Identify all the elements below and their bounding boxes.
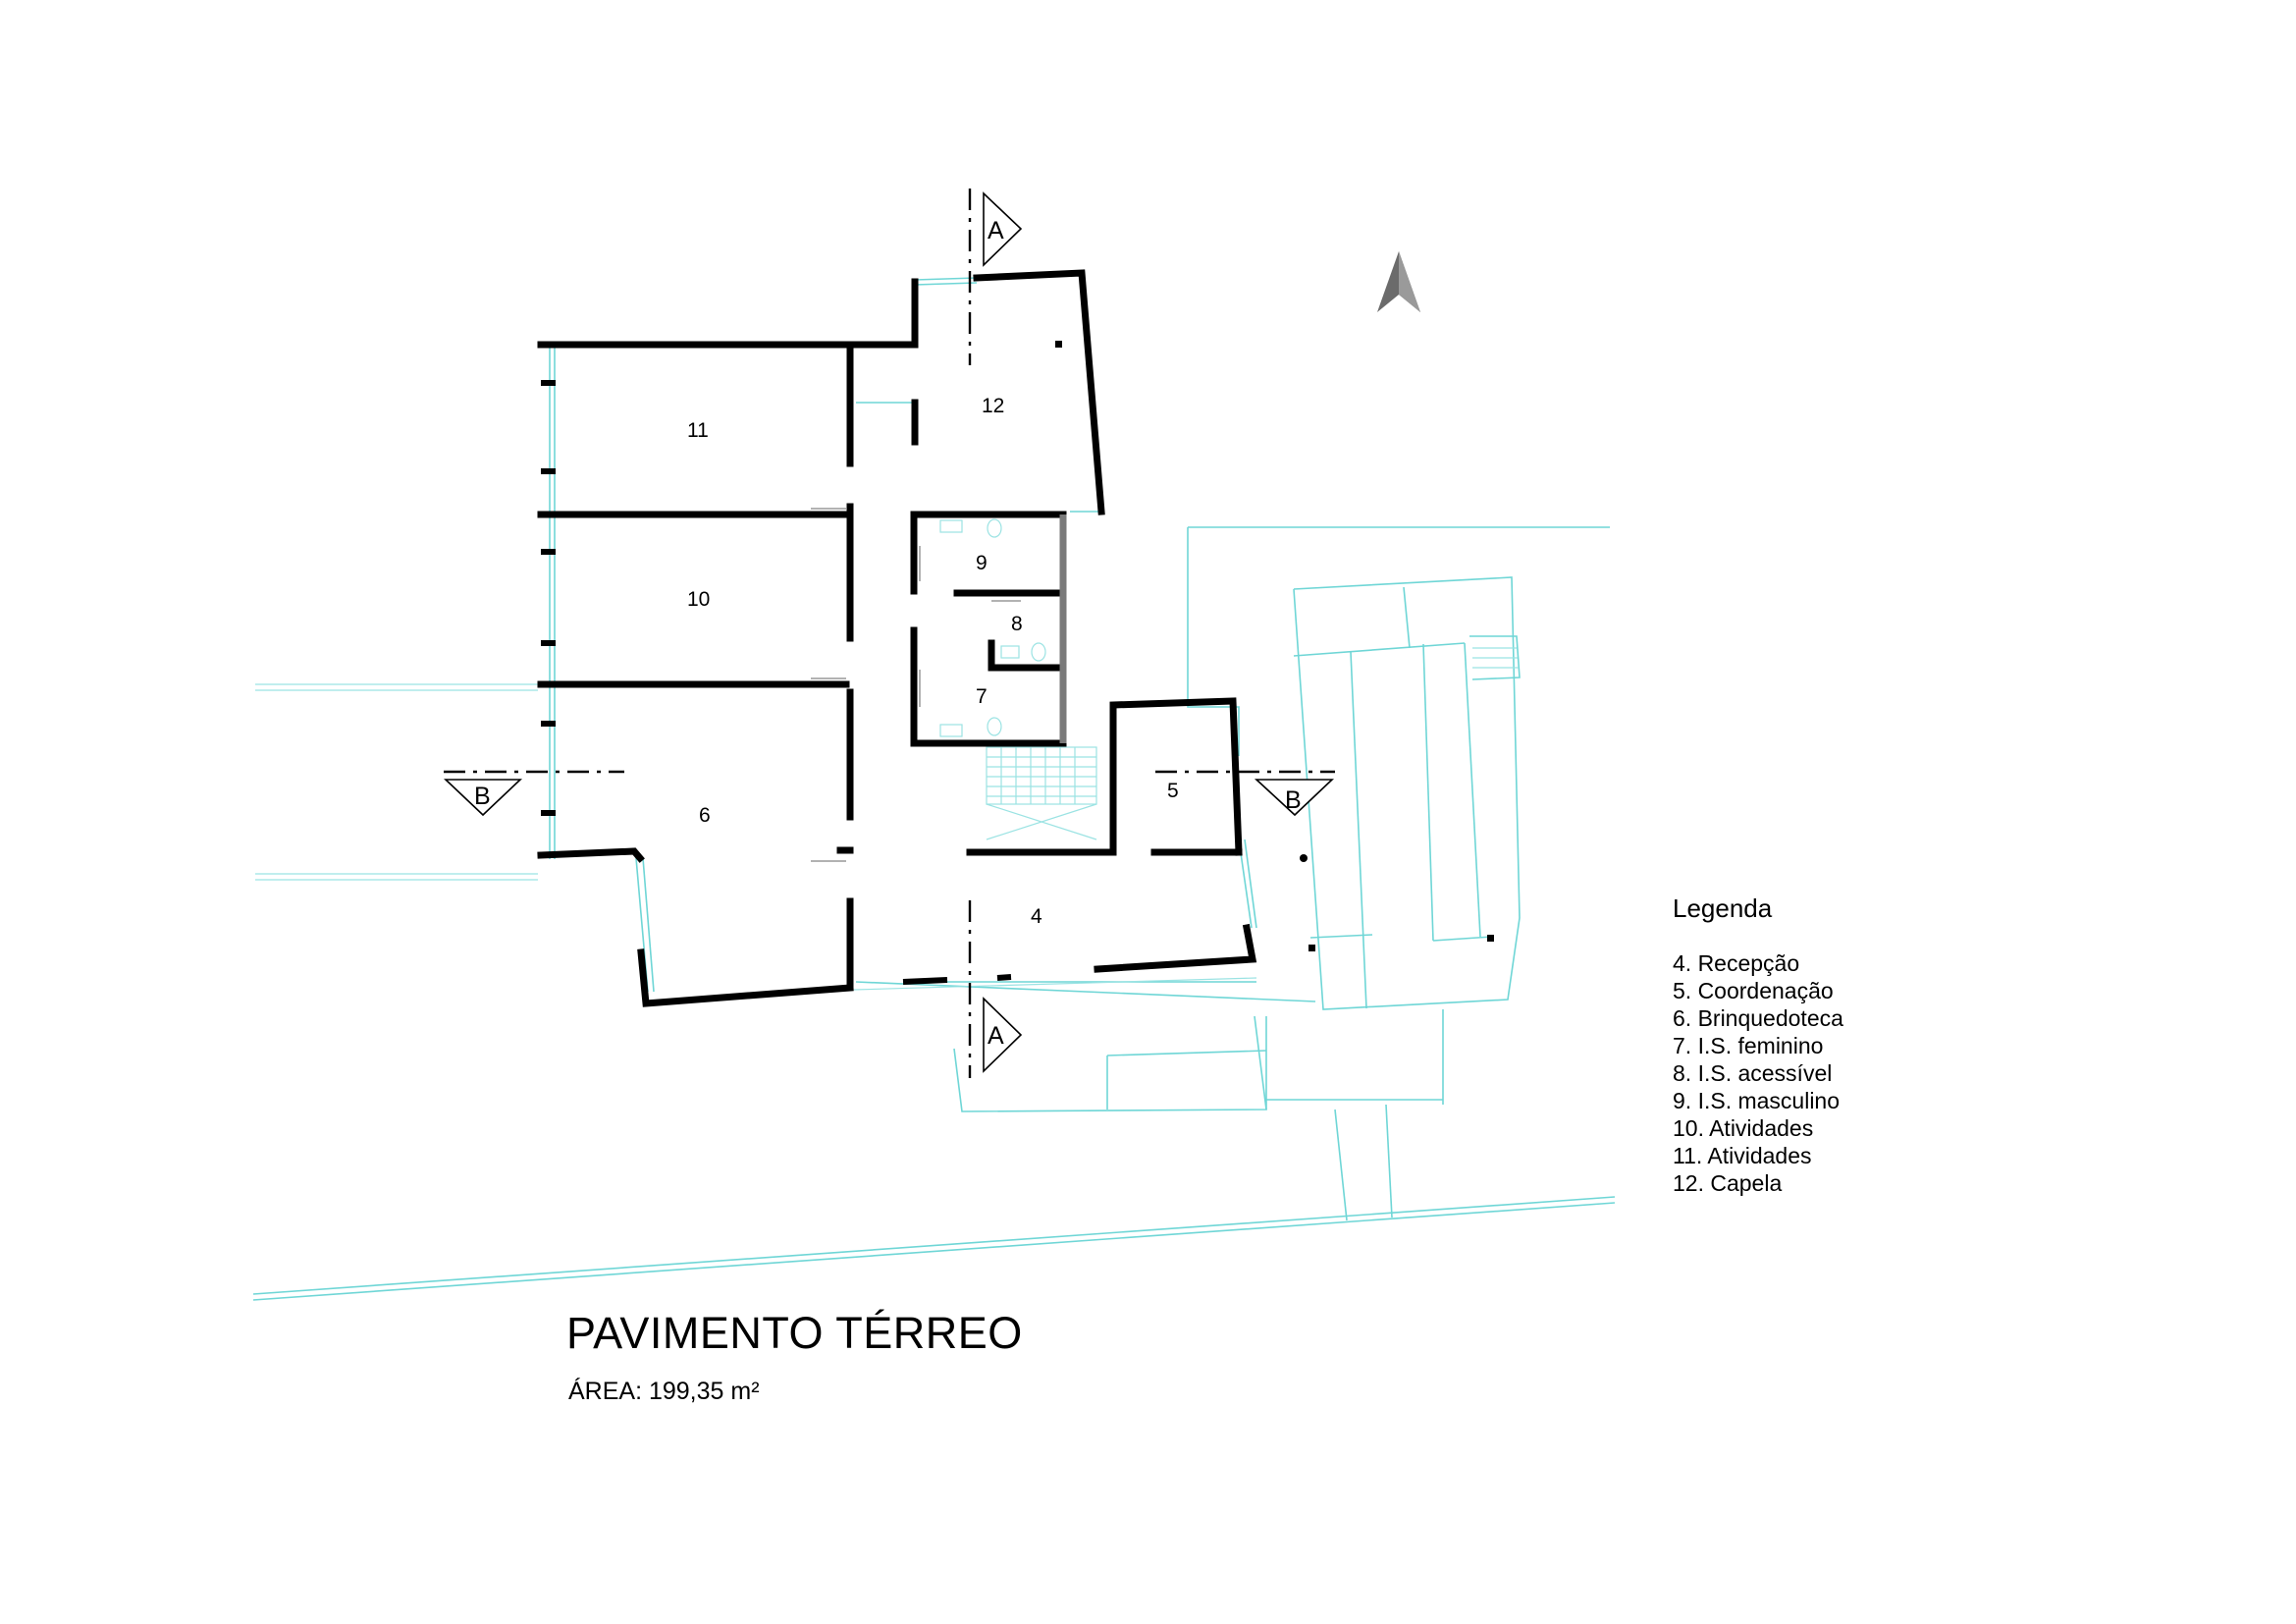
legend-item: 9. I.S. masculino xyxy=(1673,1088,1841,1113)
room-label-7: 7 xyxy=(976,685,988,708)
section-marker-b-left: B xyxy=(443,779,523,817)
section-marker-a-bottom: A xyxy=(983,997,1023,1073)
section-cut-lines xyxy=(444,189,1335,1078)
legend-item: 11. Atividades xyxy=(1673,1143,1812,1168)
plan-title: PAVIMENTO TÉRREO xyxy=(566,1308,1023,1358)
legend-item: 7. I.S. feminino xyxy=(1673,1033,1824,1058)
legend-title: Legenda xyxy=(1673,893,1773,923)
legend-item: 4. Recepção xyxy=(1673,950,1800,976)
stair xyxy=(986,746,1097,840)
section-marker-b-right: B xyxy=(1254,779,1335,817)
legend-item: 5. Coordenação xyxy=(1673,978,1834,1003)
site-context-lines xyxy=(252,277,1616,1301)
section-mark-b-left: B xyxy=(474,783,491,810)
room-label-11: 11 xyxy=(687,419,709,442)
room-label-8: 8 xyxy=(1011,613,1023,635)
legend: Legenda 4. Recepção 5. Coordenação 6. Br… xyxy=(1673,893,1843,1197)
section-marker-a-top: A xyxy=(983,191,1023,267)
section-mark-a-bottom: A xyxy=(988,1022,1004,1050)
area-label: ÁREA: 199,35 m² xyxy=(568,1378,760,1405)
room-label-9: 9 xyxy=(976,552,988,574)
room-label-4: 4 xyxy=(1031,905,1042,928)
room-labels: 11 10 6 12 9 8 7 5 4 xyxy=(687,395,1179,928)
room-label-5: 5 xyxy=(1167,780,1179,802)
section-mark-a-top: A xyxy=(988,217,1004,244)
north-arrow-icon xyxy=(1377,251,1420,312)
legend-item: 12. Capela xyxy=(1673,1170,1783,1196)
legend-item: 10. Atividades xyxy=(1673,1115,1814,1141)
room-label-12: 12 xyxy=(982,395,1004,417)
section-mark-b-right: B xyxy=(1285,786,1302,814)
legend-item: 6. Brinquedoteca xyxy=(1673,1005,1843,1031)
legend-item: 8. I.S. acessível xyxy=(1673,1060,1833,1086)
walls xyxy=(537,269,1494,1007)
room-label-6: 6 xyxy=(699,804,711,827)
room-label-10: 10 xyxy=(687,588,710,611)
